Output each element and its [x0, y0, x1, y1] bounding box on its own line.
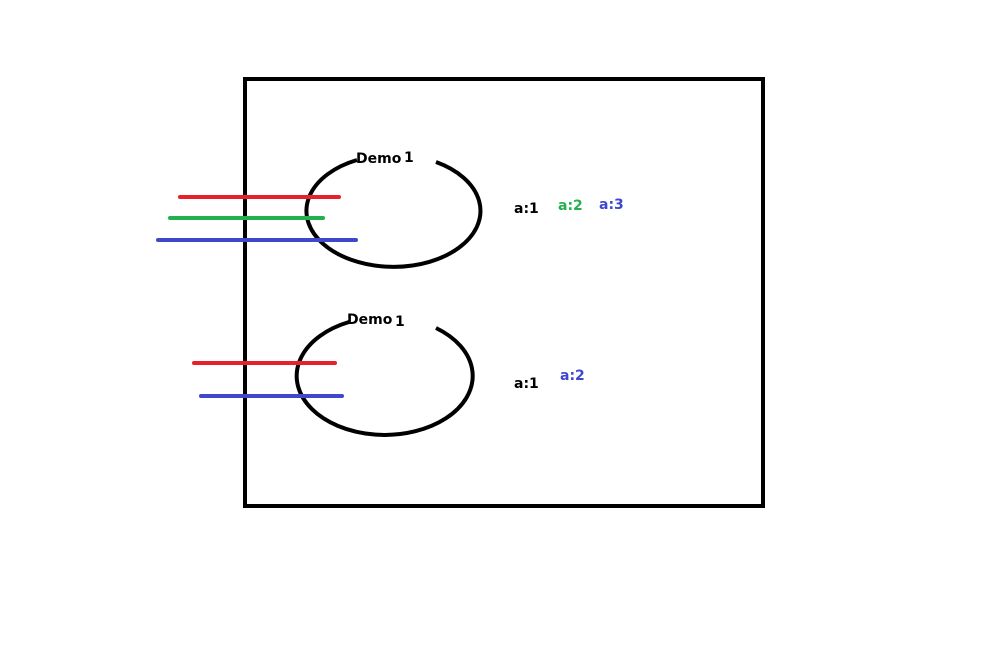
demo-circle-1 — [304, 158, 483, 269]
demo-circle-2 — [294, 320, 475, 437]
label-a2-group2: a:2 — [560, 368, 585, 384]
label-a3-group1: a:3 — [599, 197, 624, 213]
label-a1-group2: a:1 — [514, 376, 539, 392]
demo-label-2: Demo — [347, 312, 393, 328]
demo-label-1: Demo — [356, 151, 402, 167]
demo-sub-2: 1 — [395, 314, 405, 330]
label-a1-group1: a:1 — [514, 201, 539, 217]
demo-sub-1: 1 — [404, 150, 414, 166]
group-2: Demo 1 a:1 a:2 — [192, 312, 585, 437]
outer-box — [243, 77, 765, 508]
group-1: Demo 1 a:1 a:2 a:3 — [156, 150, 624, 269]
label-a2-group1: a:2 — [558, 198, 583, 214]
